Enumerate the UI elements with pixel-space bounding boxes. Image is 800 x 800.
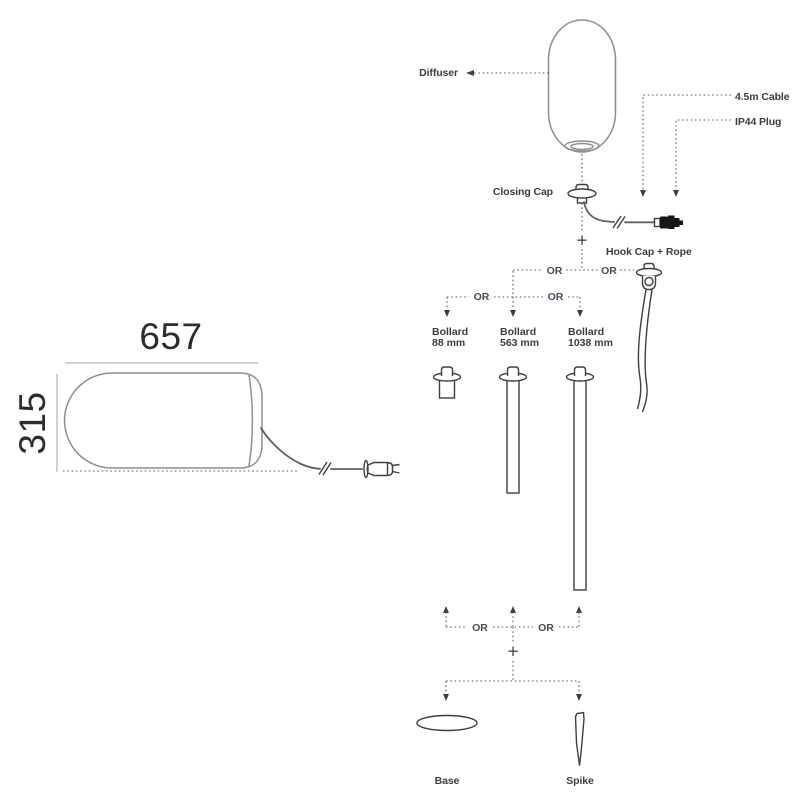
- bollard-563-label: Bollard 563 mm: [500, 327, 539, 349]
- arrow-up-right: [576, 606, 582, 613]
- height-dimension-value: 315: [12, 391, 53, 455]
- plug-callout-line: [673, 119, 731, 197]
- or-connector-label: OR: [547, 291, 564, 303]
- or-connector-label: OR: [473, 291, 490, 303]
- bollard-1038-name: Bollard: [568, 326, 605, 338]
- diffuser-label: Diffuser: [419, 66, 458, 79]
- plus-connector-1: +: [576, 230, 588, 252]
- base-label: Base: [434, 775, 460, 787]
- arrow-down-spike: [576, 694, 582, 701]
- or-connector-label: OR: [538, 621, 554, 634]
- arrow-up-left: [443, 606, 449, 613]
- mains-plug-shape: [363, 459, 400, 479]
- ip44-plug-shape: [653, 215, 683, 229]
- or-connector-label: OR: [472, 621, 488, 634]
- diffuser-callout-line: [466, 70, 549, 76]
- spike-label: Spike: [566, 775, 594, 787]
- hook-cap-rope-shape: [635, 262, 663, 413]
- arrow-down-bollard-1038: [577, 310, 583, 317]
- arrow-down-bollard-88: [444, 310, 450, 317]
- cable-break-mark-left: [318, 461, 328, 475]
- arrow-up-center: [510, 606, 516, 613]
- bollard-88-shape: [432, 366, 462, 399]
- arrow-left-diffuser: [466, 70, 474, 76]
- or-row-2-lines: [444, 296, 583, 317]
- cable-label: 4.5m Cable: [735, 91, 790, 103]
- bollard-1038-shape: [565, 366, 595, 591]
- bollard-563-size: 563 mm: [500, 337, 540, 349]
- or-connector-label: OR: [546, 265, 563, 277]
- bollard-1038-label: Bollard 1038 mm: [568, 327, 613, 349]
- or-connector-label: OR: [601, 265, 617, 277]
- closing-cap-label: Closing Cap: [492, 186, 553, 198]
- or-row-1-lines: [510, 269, 634, 317]
- diffuser-shape: [547, 19, 617, 153]
- width-dimension-value: 657: [139, 316, 203, 357]
- ground-fixing-lines: [443, 606, 582, 701]
- arrow-down-bollard-563: [510, 310, 516, 317]
- cable-callout-line: [640, 94, 731, 197]
- arrow-down-base: [443, 694, 449, 701]
- plug-label: IP44 Plug: [735, 116, 782, 128]
- arrow-down-cable: [640, 190, 646, 197]
- spike-shape: [574, 711, 585, 766]
- bollard-563-shape: [498, 366, 528, 494]
- arrow-down-plug: [673, 190, 679, 197]
- lamp-cap-seam: [248, 374, 254, 467]
- bollard-88-label: Bollard 88 mm: [432, 327, 468, 349]
- bollard-88-name: Bollard: [432, 326, 469, 338]
- closing-cap-shape: [567, 183, 597, 204]
- lamp-cable-shape: [260, 427, 363, 476]
- cable-break-mark: [612, 215, 622, 229]
- lamp-side-view-shape: [63, 372, 263, 469]
- power-cable-shape: [583, 201, 656, 229]
- bollard-1038-size: 1038 mm: [568, 337, 613, 349]
- bollard-88-size: 88 mm: [432, 337, 466, 349]
- plus-connector-2: +: [507, 641, 519, 663]
- hook-cap-rope-label: Hook Cap + Rope: [606, 246, 692, 258]
- bollard-563-name: Bollard: [500, 326, 537, 338]
- base-shape: [416, 714, 478, 732]
